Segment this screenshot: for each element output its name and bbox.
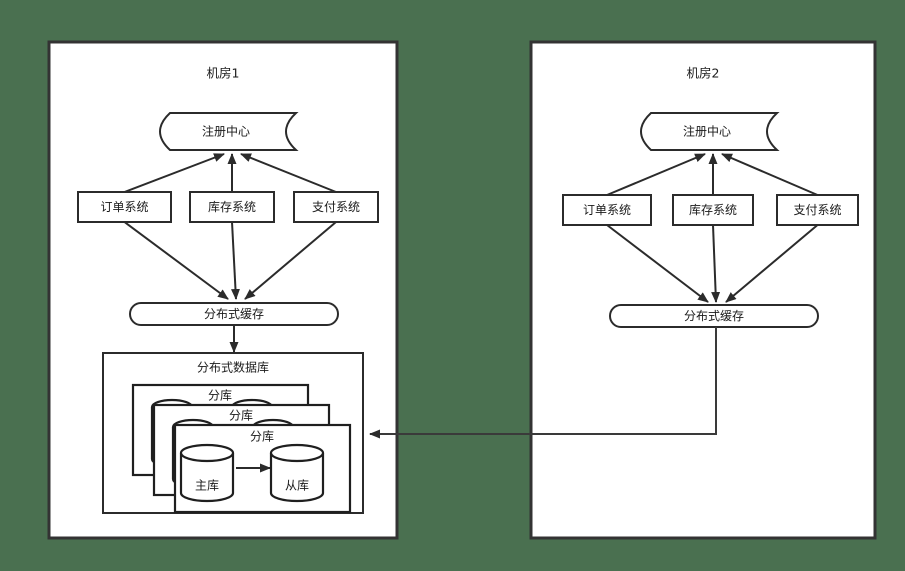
dc1-registry-label: 注册中心 <box>202 124 250 139</box>
dc2-cache-arrows <box>606 224 819 303</box>
dc1-shard-1-label: 分库 <box>208 388 232 403</box>
dc1-service-order[interactable]: 订单系统 <box>77 191 172 223</box>
dc1-service-inventory-label: 库存系统 <box>208 199 256 214</box>
datacenter-1-title: 机房1 <box>207 66 240 81</box>
dc1-database-label: 分布式数据库 <box>197 360 269 375</box>
datacenter-container-1[interactable]: 机房1 注册中心 订单系统 库存系统 支付系统 <box>47 40 399 540</box>
dc1-service-payment[interactable]: 支付系统 <box>293 191 379 223</box>
dc2-service-inventory-label: 库存系统 <box>689 202 737 217</box>
dc1-service-inventory[interactable]: 库存系统 <box>189 191 275 223</box>
dc1-master-db[interactable]: 主库 <box>179 443 235 503</box>
dc2-registry-center[interactable]: 注册中心 <box>640 112 780 151</box>
dc1-slave-db-label: 从库 <box>285 478 309 493</box>
dc1-registry-center[interactable]: 注册中心 <box>159 112 299 151</box>
dc1-service-order-label: 订单系统 <box>100 200 148 214</box>
dc1-slave-db[interactable]: 从库 <box>269 443 325 503</box>
dc2-registry-label: 注册中心 <box>683 124 731 139</box>
dc1-distributed-database[interactable]: 分布式数据库 分库 分库 <box>102 352 364 514</box>
dc2-service-payment-label: 支付系统 <box>793 203 841 217</box>
datacenter-2-title: 机房2 <box>687 66 720 81</box>
dc1-shard-2-label: 分库 <box>229 408 253 423</box>
dc2-service-inventory[interactable]: 库存系统 <box>672 194 754 226</box>
dc2-distributed-cache[interactable]: 分布式缓存 <box>609 304 819 328</box>
dc1-shard-3-label: 分库 <box>250 429 274 444</box>
cross-datacenter-link <box>369 327 717 439</box>
dc1-service-payment-label: 支付系统 <box>312 200 360 214</box>
datacenter-container-2[interactable]: 机房2 注册中心 订单系统 库存系统 支付系统 <box>529 40 877 540</box>
dc1-registry-arrows <box>124 153 337 193</box>
dc1-shard-3[interactable]: 分库 主库 从库 <box>173 423 352 514</box>
dc2-service-order[interactable]: 订单系统 <box>562 194 652 226</box>
dc1-master-db-label: 主库 <box>195 478 219 493</box>
dc1-distributed-cache[interactable]: 分布式缓存 <box>129 302 339 326</box>
dc2-cache-label: 分布式缓存 <box>684 309 744 323</box>
dc1-cache-arrows <box>123 221 337 300</box>
dc2-registry-arrows <box>606 153 818 196</box>
dc1-cache-label: 分布式缓存 <box>204 307 264 321</box>
dc2-service-order-label: 订单系统 <box>583 203 631 217</box>
dc2-service-payment[interactable]: 支付系统 <box>776 194 859 226</box>
